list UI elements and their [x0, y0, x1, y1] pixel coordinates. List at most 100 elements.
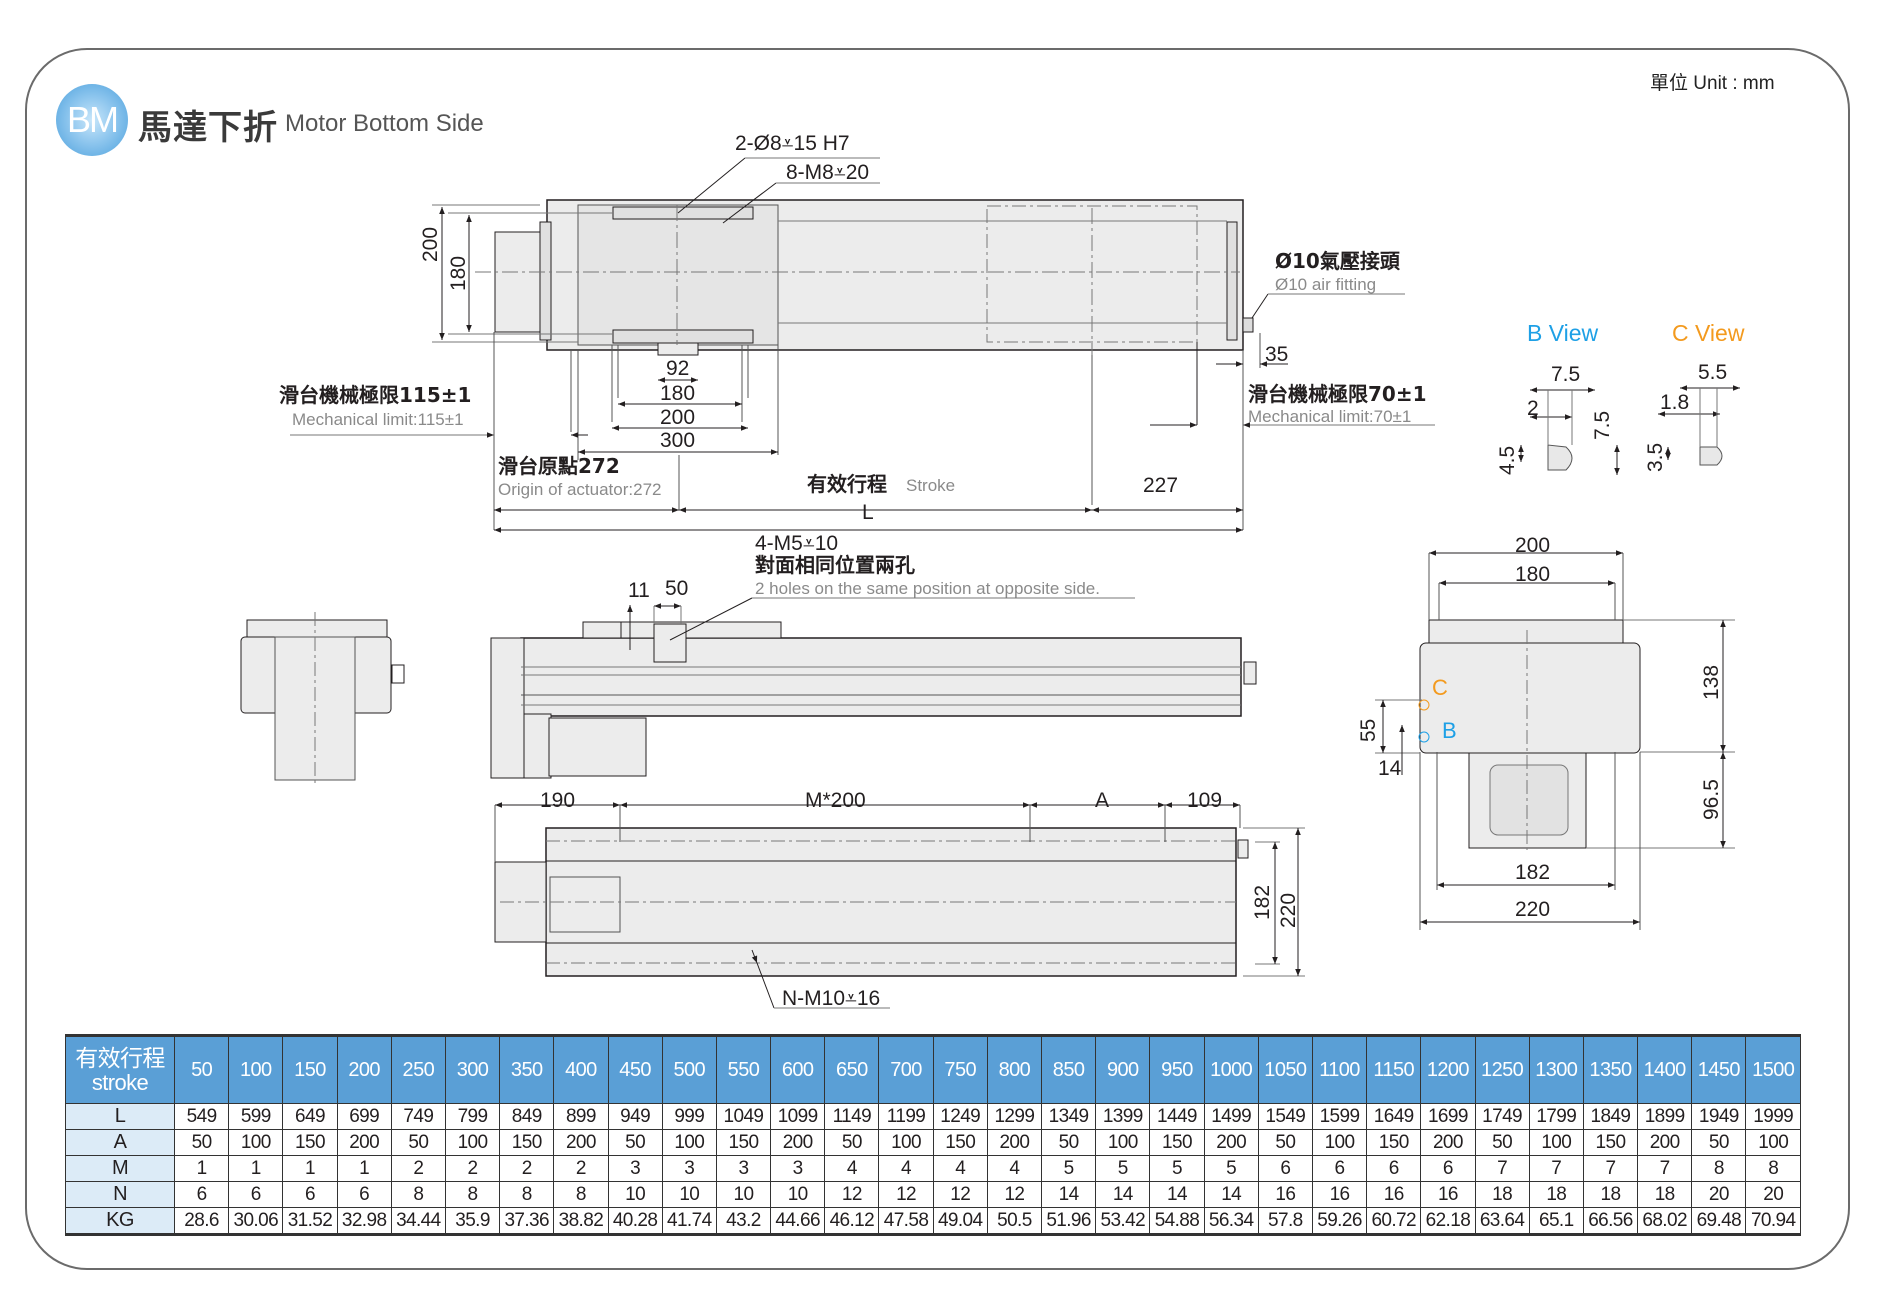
table-cell: 100 [878, 1129, 934, 1156]
table-cell: 549 [173, 1103, 230, 1130]
table-cell: 70.94 [1745, 1207, 1801, 1235]
table-cell: 100 [1745, 1129, 1801, 1156]
dim-182: 182 [1251, 884, 1274, 920]
table-cell: 31.52 [282, 1207, 338, 1235]
table-cell: 8 [390, 1181, 446, 1208]
stroke-header-cell: 300 [444, 1035, 501, 1104]
table-cell: 10 [715, 1181, 772, 1208]
b-dim-4-5: 4.5 [1496, 445, 1519, 475]
table-cell: 200 [1637, 1129, 1693, 1156]
table-cell: 6 [336, 1181, 392, 1208]
table-cell: 53.42 [1095, 1207, 1151, 1235]
table-cell: 28.6 [173, 1207, 230, 1235]
table-cell: 150 [1582, 1129, 1639, 1156]
table-cell: 50 [824, 1129, 880, 1156]
callout-opposite-zh: 對面相同位置兩孔 [755, 553, 915, 577]
end-dim-180: 180 [1515, 563, 1551, 586]
corner-en: stroke [91, 1069, 149, 1095]
table-cell: 18 [1637, 1181, 1693, 1208]
table-cell: 68.02 [1637, 1207, 1693, 1235]
table-cell: 43.2 [715, 1207, 772, 1235]
table-cell: 50 [607, 1129, 663, 1156]
table-cell: 5 [1040, 1155, 1097, 1182]
table-cell: 1599 [1311, 1103, 1368, 1130]
c-view-drawing [1658, 385, 1740, 466]
dim-200: 200 [660, 406, 696, 429]
row-label: M [65, 1155, 175, 1182]
b-dim-7-5-vertical: 7.5 [1591, 410, 1614, 440]
row-label: A [65, 1129, 175, 1156]
mech-limit-left-zh: 滑台機械極限115±1 [279, 383, 472, 407]
table-cell: 57.8 [1257, 1207, 1313, 1235]
table-cell: 749 [390, 1103, 446, 1130]
b-dim-2: 2 [1527, 397, 1539, 420]
table-cell: 1549 [1257, 1103, 1313, 1130]
table-cell: 849 [499, 1103, 555, 1130]
table-cell: 4 [986, 1155, 1043, 1182]
table-cell: 47.58 [878, 1207, 934, 1235]
table-cell: 66.56 [1582, 1207, 1639, 1235]
stroke-header-cell: 950 [1149, 1035, 1205, 1104]
table-cell: 7 [1528, 1155, 1584, 1182]
corner-zh: 有效行程 [75, 1045, 165, 1072]
table-cell: 63.64 [1474, 1207, 1530, 1235]
table-cell: 1249 [932, 1103, 988, 1130]
table-cell: 16 [1420, 1181, 1476, 1208]
table-cell: 10 [770, 1181, 826, 1208]
table-cell: 100 [1095, 1129, 1151, 1156]
c-dim-5-5: 5.5 [1698, 361, 1728, 384]
table-cell: 6 [1311, 1155, 1368, 1182]
table-cell: 10 [661, 1181, 717, 1208]
table-cell: 8 [553, 1181, 609, 1208]
end-dim-220: 220 [1515, 898, 1551, 921]
page-frame [25, 48, 1850, 1270]
table-cell: 200 [553, 1129, 609, 1156]
end-dim-200: 200 [1515, 534, 1551, 557]
table-cell: 16 [1366, 1181, 1422, 1208]
table-cell: 5 [1149, 1155, 1205, 1182]
table-cell: 14 [1040, 1181, 1097, 1208]
dim-m200: M*200 [805, 789, 866, 812]
table-cell: 1399 [1095, 1103, 1151, 1130]
table-cell: 1849 [1582, 1103, 1639, 1130]
end-dim-138: 138 [1700, 664, 1723, 700]
table-cell: 150 [499, 1129, 555, 1156]
stroke-header-cell: 150 [282, 1035, 338, 1104]
title-en: Motor Bottom Side [285, 110, 484, 137]
table-corner-header: 有效行程 stroke [65, 1035, 175, 1104]
c-dim-3-5: 3.5 [1644, 442, 1667, 472]
table-cell: 44.66 [770, 1207, 826, 1235]
table-cell: 3 [770, 1155, 826, 1182]
stroke-header-cell: 50 [173, 1035, 230, 1104]
table-cell: 1199 [878, 1103, 934, 1130]
c-view-title: C View [1672, 320, 1745, 346]
model-badge: BM [56, 84, 128, 156]
table-cell: 3 [715, 1155, 772, 1182]
table-cell: 12 [824, 1181, 880, 1208]
stroke-header-cell: 650 [824, 1035, 880, 1104]
table-cell: 34.44 [390, 1207, 446, 1235]
dim-180: 180 [660, 382, 696, 405]
table-cell: 4 [932, 1155, 988, 1182]
table-cell: 50 [1474, 1129, 1530, 1156]
mech-limit-right-zh: 滑台機械極限70±1 [1248, 382, 1427, 406]
stroke-zh: 有效行程 [807, 472, 887, 496]
table-cell: 7 [1582, 1155, 1639, 1182]
table-cell: 1299 [986, 1103, 1043, 1130]
mech-limit-left-en: Mechanical limit:115±1 [292, 410, 464, 429]
row-label: KG [65, 1207, 175, 1235]
table-cell: 949 [607, 1103, 663, 1130]
table-cell: 100 [444, 1129, 501, 1156]
table-cell: 7 [1474, 1155, 1530, 1182]
dim-227: 227 [1143, 474, 1179, 497]
table-cell: 59.26 [1311, 1207, 1368, 1235]
table-cell: 6 [228, 1181, 284, 1208]
table-cell: 200 [986, 1129, 1043, 1156]
c-dim-1-8: 1.8 [1660, 391, 1690, 414]
dim-109: 109 [1187, 789, 1223, 812]
